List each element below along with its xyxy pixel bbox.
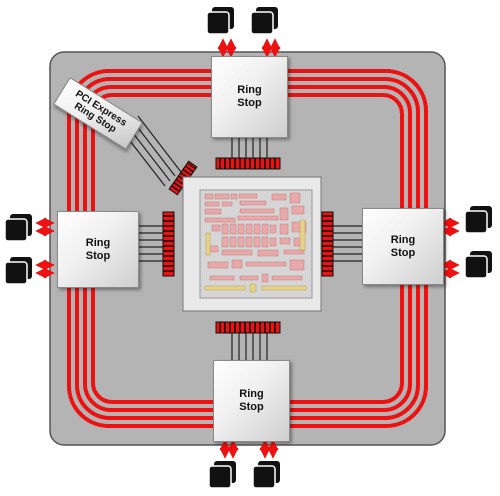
ring-stop-right: Ring Stop (362, 208, 444, 285)
right-ports (440, 206, 492, 279)
ring-stop-label-line1: Ring (85, 236, 111, 249)
bus-connector-icon (215, 321, 281, 334)
ring-stop-bottom: Ring Stop (213, 360, 290, 442)
ring-stop-top: Ring Stop (211, 56, 288, 138)
bus-wires (119, 115, 362, 368)
die-icon (182, 176, 322, 312)
bus-connector-icon (162, 211, 175, 277)
ring-stop-left: Ring Stop (57, 211, 139, 288)
bus-connector-icon (321, 211, 334, 277)
arrow-pair-icon (261, 38, 281, 58)
ring-stop-label-line2: Stop (237, 97, 262, 109)
ring-stop-label-line2: Stop (390, 246, 416, 259)
port-stack-icon (464, 251, 492, 279)
bus-connectors (162, 157, 334, 334)
port-stack-icon (464, 206, 492, 234)
arrow-pair-icon (217, 38, 237, 58)
port-stack-icon (4, 214, 32, 242)
arrow-pair-icon (440, 259, 460, 279)
arrow-pair-icon (35, 259, 55, 279)
top-ports (206, 7, 281, 58)
arrow-pair-icon (35, 217, 55, 237)
port-stack-icon (250, 7, 278, 35)
bottom-ports (208, 439, 280, 489)
port-stack-icon (4, 257, 32, 285)
arrow-pair-icon (440, 217, 460, 237)
ring-stop-label-line1: Ring (239, 388, 264, 400)
arrow-pair-icon (259, 439, 279, 459)
arrow-pair-icon (219, 439, 239, 459)
ring-stop-label-line2: Stop (85, 249, 111, 262)
ring-stop-label-line2: Stop (239, 401, 264, 413)
ring-stop-label-line1: Ring (390, 233, 416, 246)
port-stack-icon (208, 461, 236, 489)
bus-connector-icon (215, 157, 281, 170)
port-stack-icon (252, 461, 280, 489)
port-stack-icon (206, 7, 234, 35)
left-ports (4, 214, 55, 285)
ring-stop-label-line1: Ring (237, 84, 262, 96)
